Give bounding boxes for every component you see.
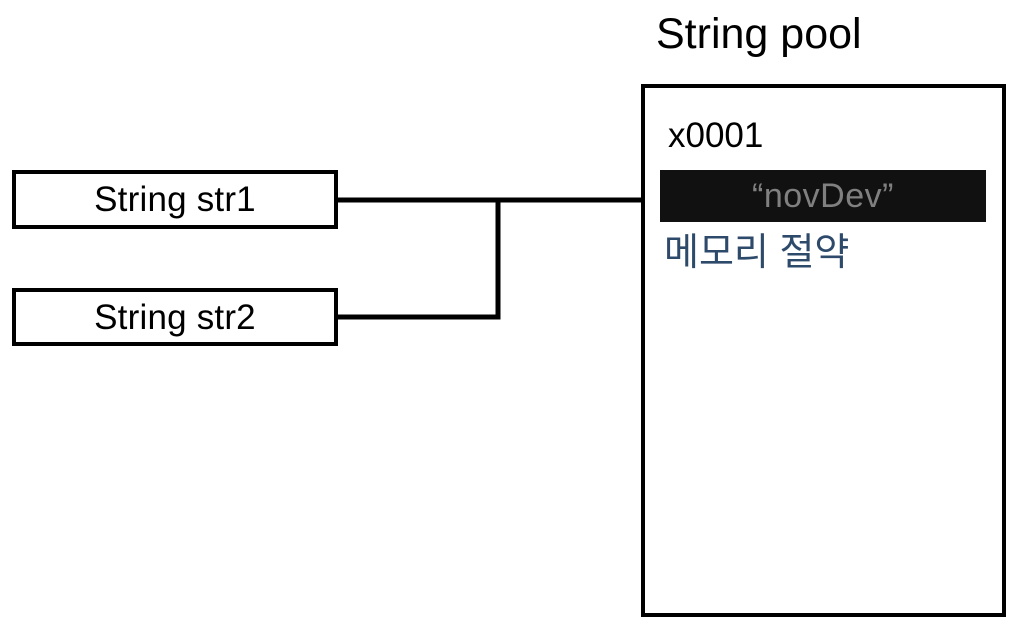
pool-note-label: 메모리 절약 [664,232,850,274]
string-pool-box [641,84,1006,617]
pool-value-label: “novDev” [752,177,894,215]
pool-title: String pool [656,10,862,58]
pool-value-box: “novDev” [660,170,986,222]
pool-address-label: x0001 [668,116,764,155]
variable-label-str1: String str1 [94,180,256,219]
variable-box-str1: String str1 [12,170,338,229]
variable-box-str2: String str2 [12,288,338,346]
variable-label-str2: String str2 [94,297,256,337]
connector-str2-to-pool [338,200,501,320]
